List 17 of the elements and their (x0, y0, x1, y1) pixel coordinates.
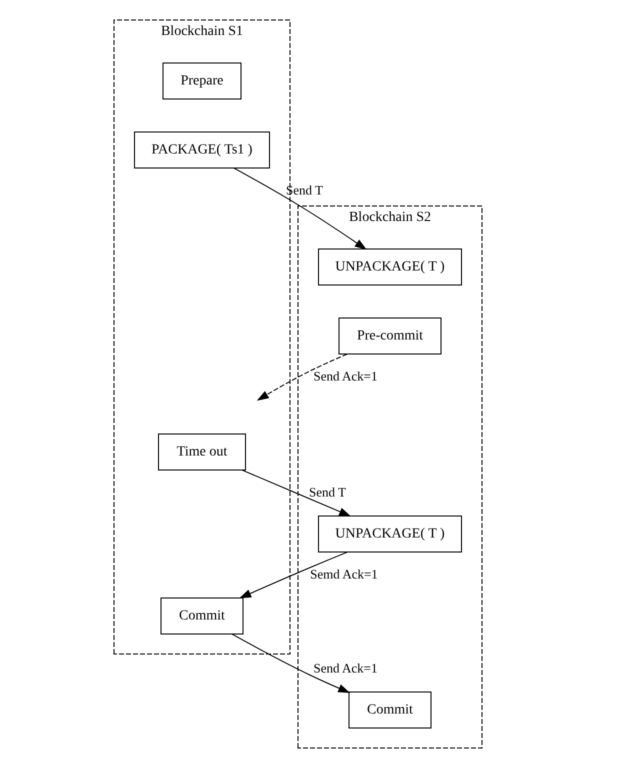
edge-label: Semd Ack=1 (310, 566, 378, 582)
node-box: PACKAGE( Ts1 ) (134, 132, 270, 168)
node-box: UNPACKAGE( T ) (318, 516, 462, 552)
node-box: Time out (158, 434, 246, 470)
edge-label: Send Ack=1 (312, 660, 378, 676)
node-box: Commit (160, 598, 243, 634)
node-box: Prepare (162, 62, 241, 100)
arrow (238, 552, 348, 598)
node-box: Commit (348, 692, 431, 728)
edge-label: Send Ack=1 (312, 368, 378, 384)
arrow (230, 634, 350, 693)
arrow (233, 168, 366, 250)
arrow (241, 470, 351, 516)
node-box: UNPACKAGE( T ) (318, 248, 462, 286)
edge-label: Send T (308, 484, 346, 500)
node-box: Pre-commit (338, 318, 441, 354)
arrow (256, 354, 348, 401)
